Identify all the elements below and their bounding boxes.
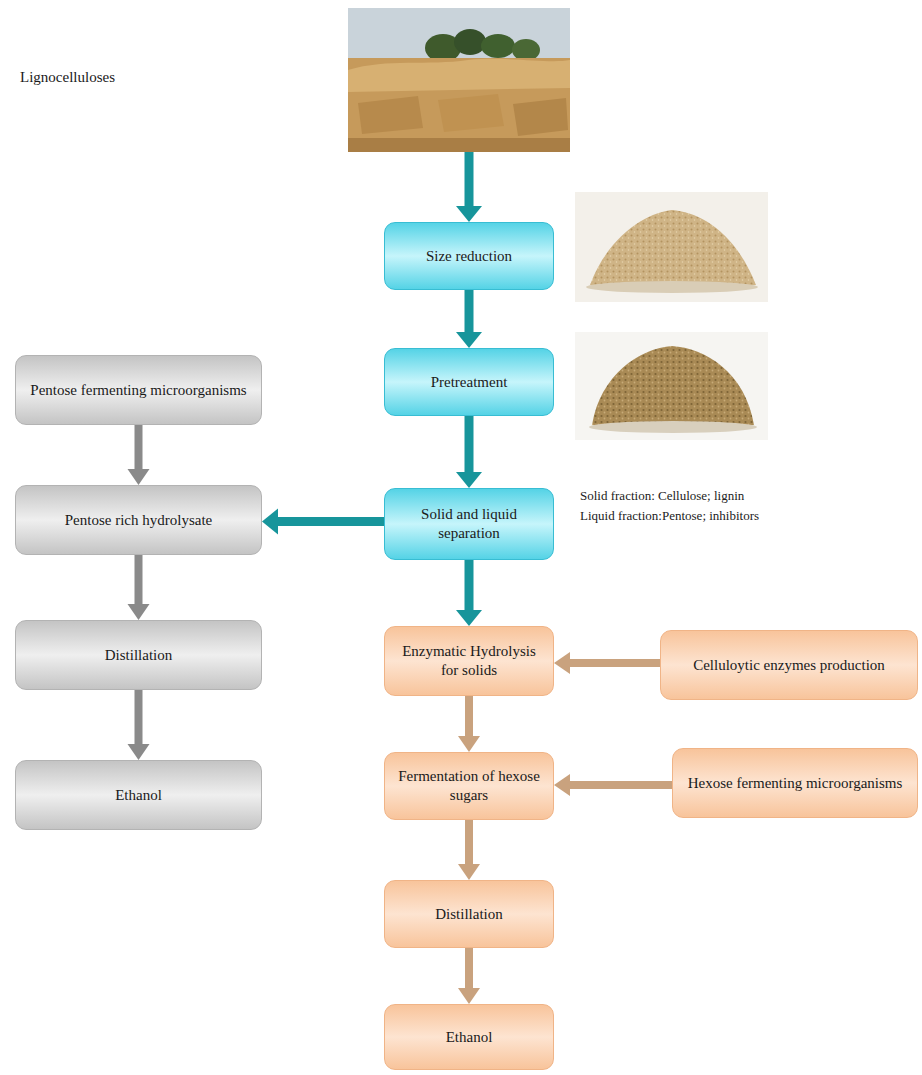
process-box: Ethanol [384,1004,554,1070]
field-photo [348,8,570,152]
process-box: Distillation [384,880,554,948]
fraction-note: Liquid fraction:Pentose; inhibitors [580,508,759,524]
powder-photo [575,192,768,302]
box-text: Pretreatment [431,373,508,392]
box-text: Celluloytic enzymes production [693,656,885,675]
flow-arrow [458,820,480,880]
box-text: Pentose fermenting microorganisms [30,381,246,400]
flow-arrow [554,652,660,674]
box-text: Size reduction [426,247,512,266]
box-text: Distillation [105,646,173,665]
process-box: Size reduction [384,222,554,290]
box-text: Enzymatic Hydrolysis for solids [397,642,541,680]
process-box: Celluloytic enzymes production [660,630,918,700]
box-text: Hexose fermenting microorganisms [688,774,903,793]
process-box: Pretreatment [384,348,554,416]
flow-arrow [128,555,150,620]
box-text: Pentose rich hydrolysate [65,511,212,530]
process-box: Fermentation of hexose sugars [384,752,554,820]
process-box: Pentose fermenting microorganisms [15,355,262,425]
flow-arrow [456,290,482,348]
box-text: Fermentation of hexose sugars [397,767,541,805]
fraction-note: Solid fraction: Cellulose; lignin [580,488,744,504]
flow-arrow [458,948,480,1004]
pretreated-photo [575,332,768,440]
flow-arrow [456,152,482,222]
process-box: Enzymatic Hydrolysis for solids [384,626,554,696]
process-box: Ethanol [15,760,262,830]
flow-arrow [458,696,480,752]
flow-arrow [128,425,150,485]
photo-node: Lignocelluloses [348,8,570,152]
flow-arrow [128,690,150,760]
flow-arrow [456,416,482,488]
box-text: Solid and liquid separation [397,505,541,543]
process-box: Solid and liquid separation [384,488,554,560]
process-box: Distillation [15,620,262,690]
process-box: Hexose fermenting microorganisms [672,748,918,818]
flow-arrow [456,560,482,626]
box-text: Distillation [435,905,503,924]
box-text: Ethanol [446,1028,493,1047]
flow-arrow [554,774,672,796]
flow-arrow [262,509,384,535]
box-text: Lignocelluloses [20,68,115,87]
process-box: Pentose rich hydrolysate [15,485,262,555]
box-text: Ethanol [115,786,162,805]
